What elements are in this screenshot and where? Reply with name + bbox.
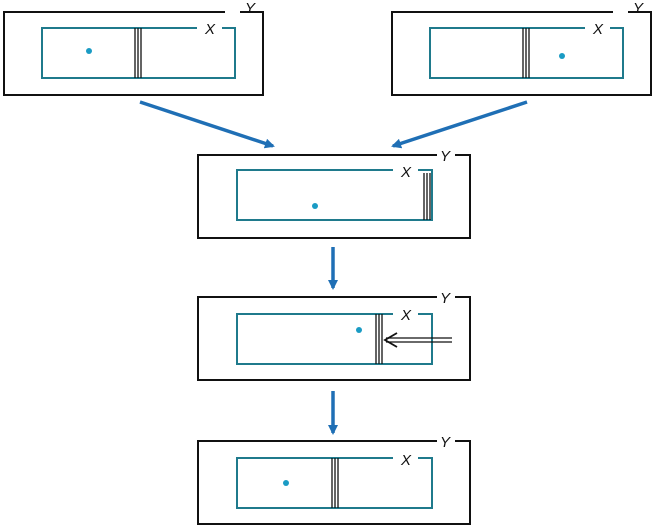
particle-dot xyxy=(356,327,362,333)
outer-container-y xyxy=(391,11,652,96)
partition-wall xyxy=(522,28,530,78)
panel-top-left: Y X xyxy=(3,0,264,96)
particle-dot xyxy=(86,48,92,54)
partition-wall xyxy=(375,314,383,364)
outer-container-y xyxy=(197,440,471,525)
partition-wall xyxy=(134,28,142,78)
partition-wall xyxy=(331,458,339,508)
particle-dot xyxy=(283,480,289,486)
inner-label-x: X xyxy=(204,21,216,38)
panel-final: Y X xyxy=(197,434,471,525)
outer-label-y: Y xyxy=(633,0,644,17)
flow-arrow-left-to-combined xyxy=(139,100,275,149)
partition-wall xyxy=(423,173,431,220)
flow-arrow-right-to-combined xyxy=(391,100,528,149)
outer-label-y: Y xyxy=(245,0,256,17)
outer-label-y: Y xyxy=(440,434,451,451)
particle-dot xyxy=(559,53,565,59)
panel-compression: Y X xyxy=(197,290,471,381)
inner-container-x xyxy=(236,169,433,221)
particle-dot xyxy=(312,203,318,209)
inner-label-x: X xyxy=(400,307,412,324)
inner-container-x xyxy=(236,313,433,365)
panel-top-right: Y X xyxy=(391,0,652,96)
outer-container-y xyxy=(197,296,471,381)
inner-label-x: X xyxy=(400,452,412,469)
outer-container-y xyxy=(3,11,264,96)
push-arrow xyxy=(383,332,452,348)
inner-label-x: X xyxy=(592,21,604,38)
outer-label-y: Y xyxy=(440,290,451,307)
outer-label-y: Y xyxy=(440,148,451,165)
outer-container-y xyxy=(197,154,471,239)
inner-label-x: X xyxy=(400,164,412,181)
panel-combined: Y X xyxy=(197,148,471,239)
